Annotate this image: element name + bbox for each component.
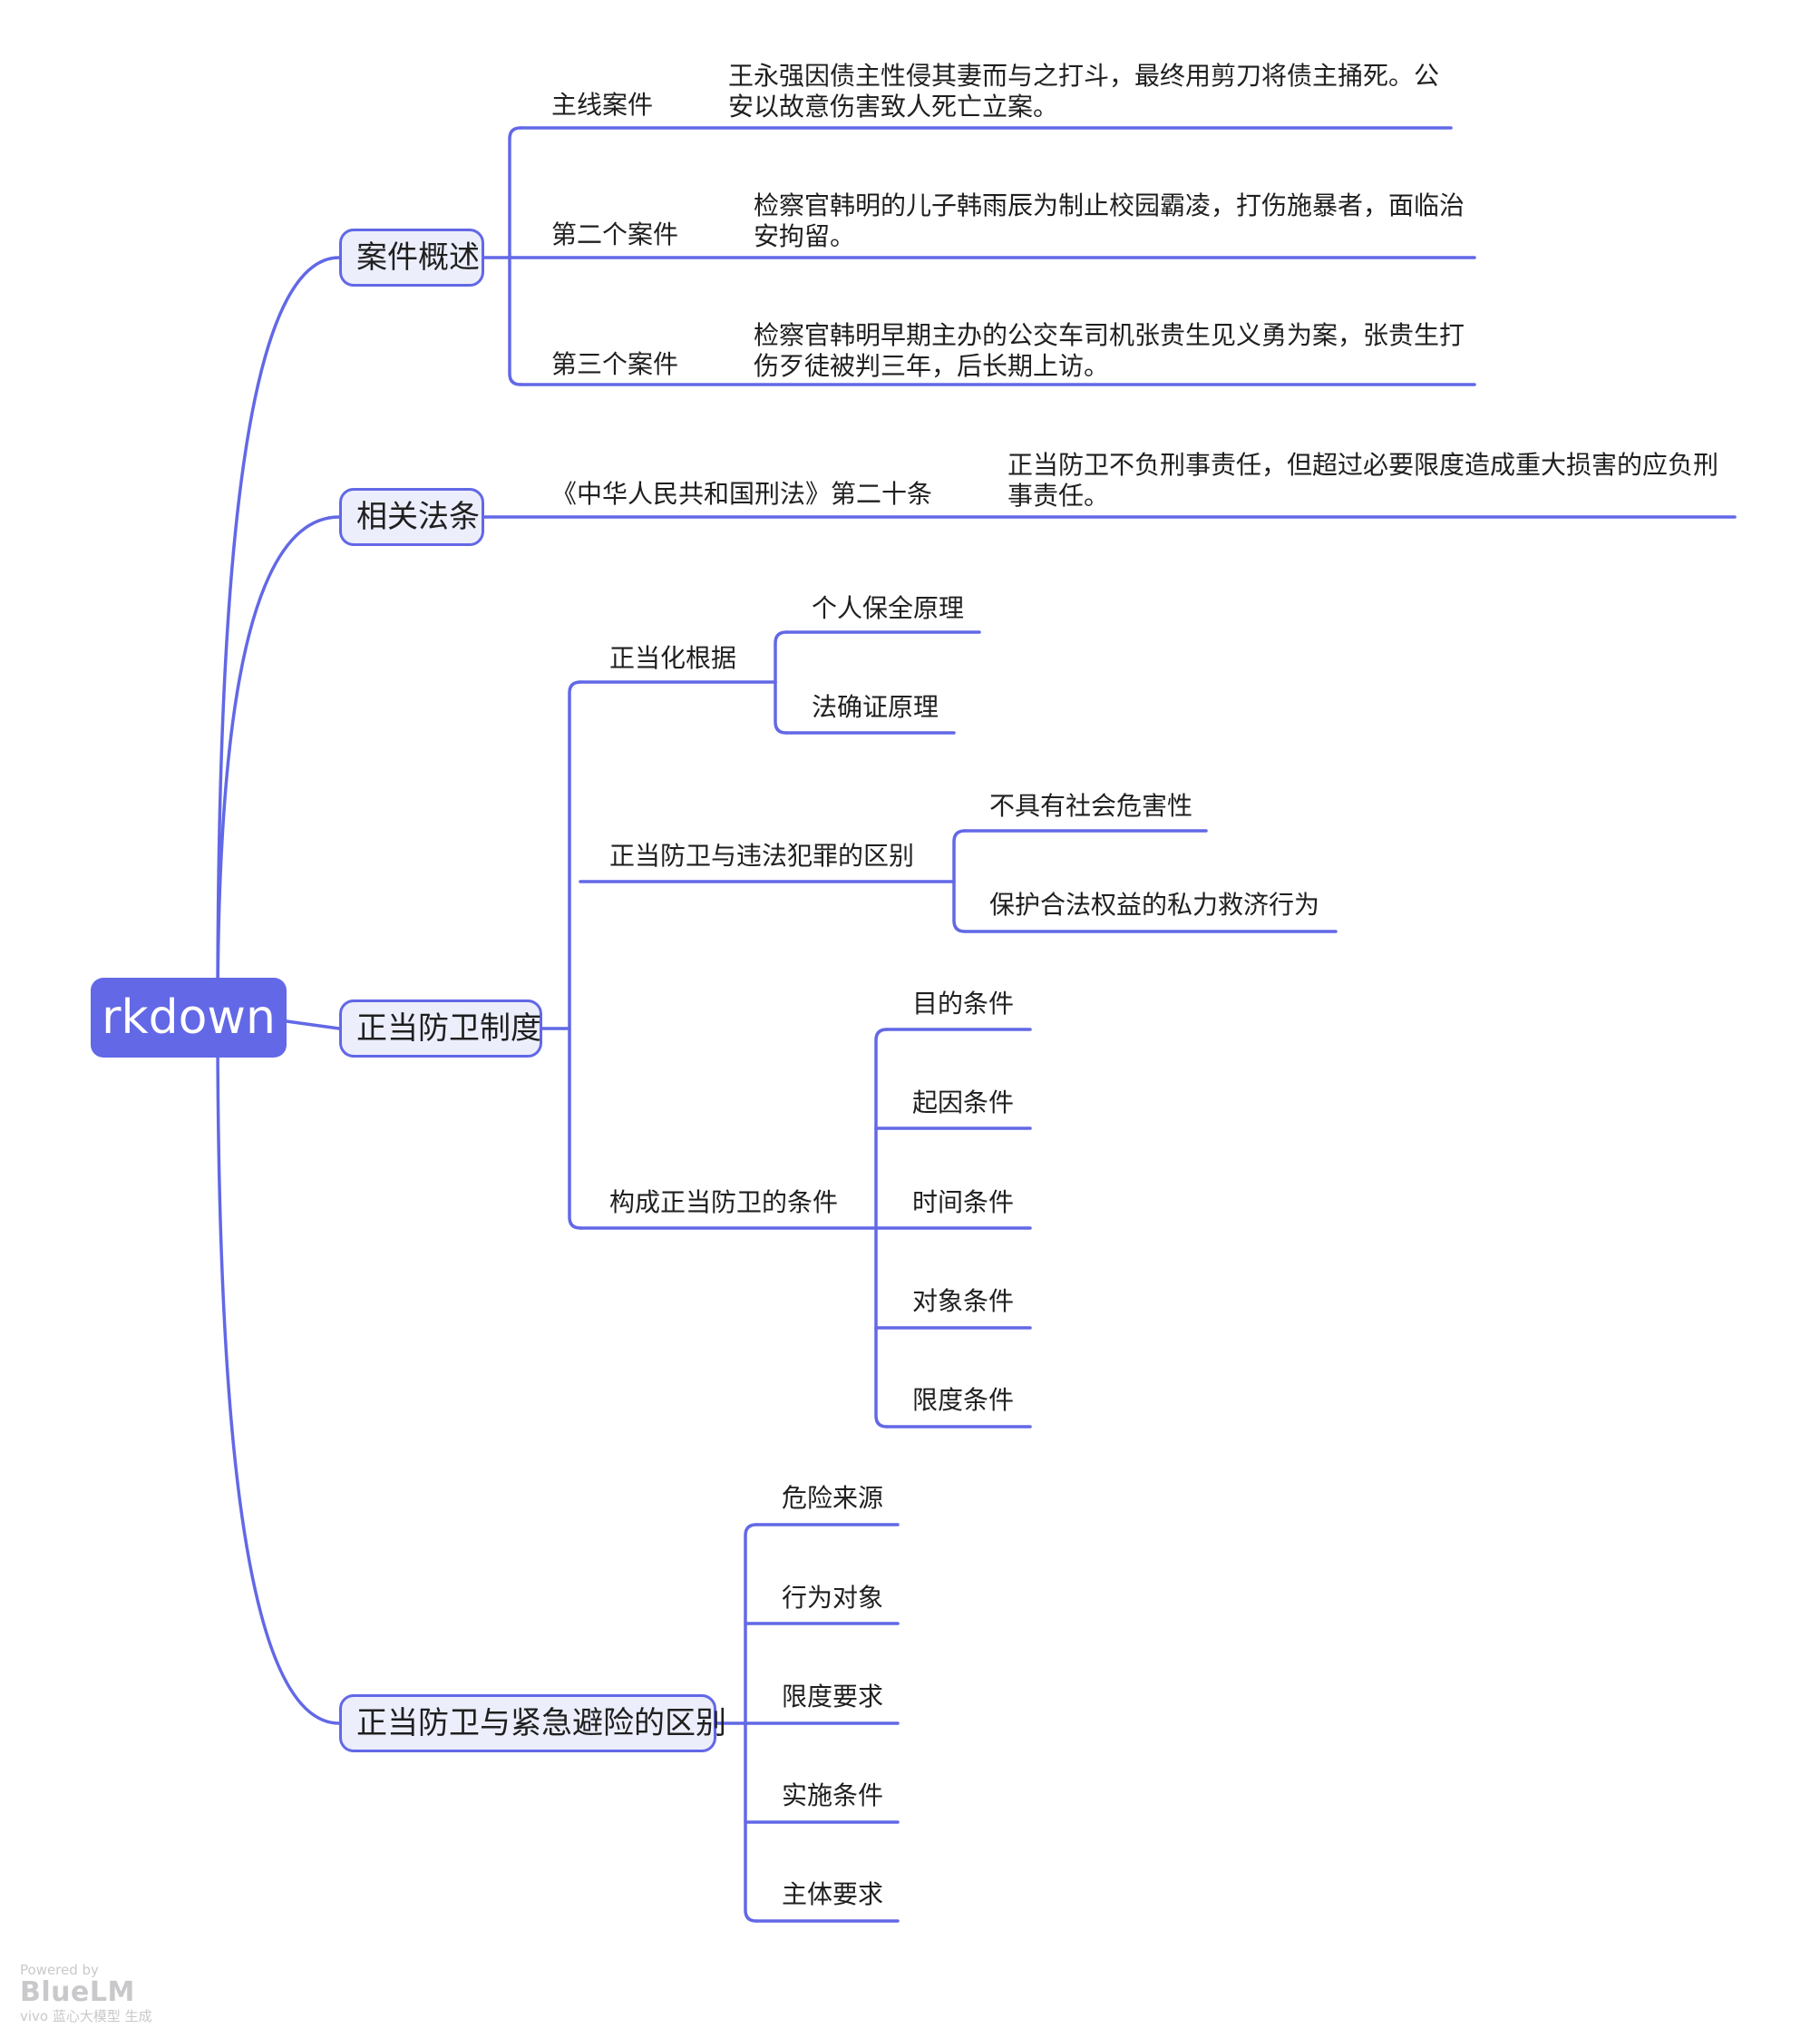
watermark-brand-logo: BlueLM (20, 1975, 135, 2008)
watermark-sub: vivo 蓝心大模型 生成 (20, 2008, 152, 2024)
bracket-difference (952, 829, 967, 933)
law-article[interactable]: 《中华人民共和国刑法》第二十条 (551, 479, 933, 509)
branch-self-defense-system[interactable]: 正当防卫制度 (339, 999, 542, 1058)
case-main[interactable]: 主线案件 (551, 90, 654, 120)
root-node[interactable]: rkdown (91, 978, 287, 1058)
branch-related-law[interactable]: 相关法条 (339, 488, 484, 546)
conditions-of-self-defense[interactable]: 构成正当防卫的条件 (609, 1187, 839, 1217)
bracket-system (568, 680, 582, 1230)
leaf-time[interactable]: 时间条件 (912, 1187, 1015, 1217)
edge-root-self-defense (285, 1019, 341, 1030)
case-third-detail: 检察官韩明早期主办的公交车司机张贵生见义勇为案，张贵生打伤歹徒被判三年，后长期上… (754, 320, 1465, 381)
edge-root-case-overview (216, 256, 341, 1019)
leaf-act-object[interactable]: 行为对象 (782, 1583, 884, 1613)
watermark: Powered by BlueLM vivo 蓝心大模型 生成 (20, 1962, 152, 2026)
leaf-subject[interactable]: 主体要求 (782, 1879, 884, 1909)
branch-vs-emergency-avoidance[interactable]: 正当防卫与紧急避险的区别 (339, 1694, 726, 1752)
leaf-target[interactable]: 对象条件 (912, 1286, 1015, 1316)
difference-from-crime[interactable]: 正当防卫与违法犯罪的区别 (609, 841, 915, 871)
case-third[interactable]: 第三个案件 (551, 349, 679, 379)
leaf-limit-requirement[interactable]: 限度要求 (782, 1682, 884, 1711)
leaf-purpose[interactable]: 目的条件 (912, 989, 1015, 1019)
leaf-personal-protection[interactable]: 个人保全原理 (812, 593, 965, 623)
leaf-no-social-harm[interactable]: 不具有社会危害性 (989, 791, 1193, 821)
leaf-implementation[interactable]: 实施条件 (782, 1780, 884, 1810)
case-main-detail: 王永强因债主性侵其妻而与之打斗，最终用剪刀将债主捅死。公安以故意伤害致人死亡立案… (728, 61, 1440, 122)
watermark-powered: Powered by (20, 1961, 99, 1978)
case-second-detail: 检察官韩明的儿子韩雨辰为制止校园霸凌，打伤施暴者，面临治安拘留。 (754, 190, 1465, 251)
leaf-danger-source[interactable]: 危险来源 (782, 1483, 884, 1513)
law-article-detail: 正当防卫不负刑事责任，但超过必要限度造成重大损害的应负刑事责任。 (1007, 450, 1719, 511)
bracket-justification (774, 630, 788, 735)
leaf-law-confirmation[interactable]: 法确证原理 (812, 692, 939, 722)
edge-root-emergency (216, 1016, 341, 1725)
justification-basis[interactable]: 正当化根据 (609, 643, 737, 673)
branch-case-overview[interactable]: 案件概述 (339, 229, 484, 287)
leaf-limit[interactable]: 限度条件 (912, 1385, 1015, 1415)
leaf-private-remedy[interactable]: 保护合法权益的私力救济行为 (989, 890, 1320, 920)
case-second[interactable]: 第二个案件 (551, 219, 679, 249)
leaf-cause[interactable]: 起因条件 (912, 1087, 1015, 1117)
edge-root-related-law (216, 515, 341, 1019)
